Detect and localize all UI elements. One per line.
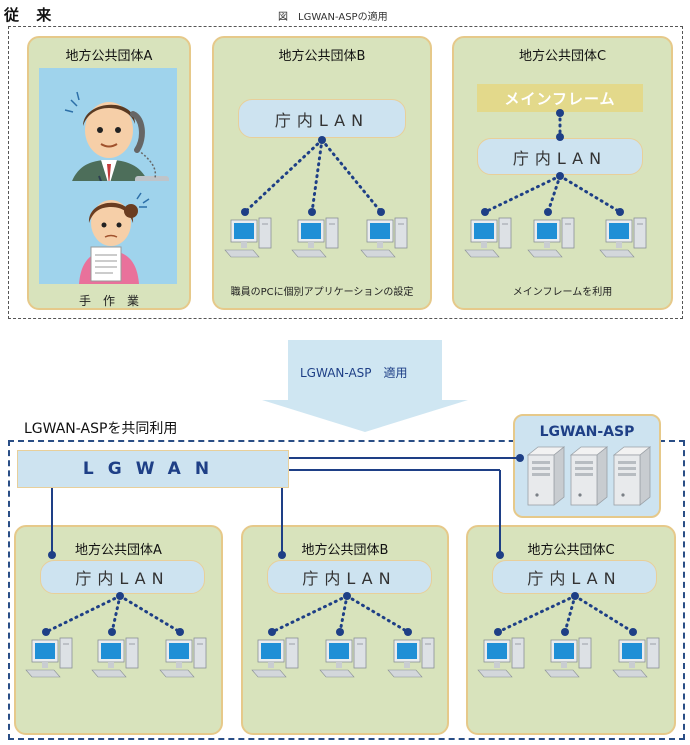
before-org-a-title: 地方公共団体A — [65, 49, 153, 64]
asp-connect-dot — [516, 454, 524, 462]
desktop-pc-icon — [251, 637, 299, 678]
transition-label: LGWAN-ASP 適用 — [300, 366, 408, 380]
org-a-connect-dot — [48, 551, 56, 559]
after-org-c-lan: 庁内LAN — [492, 560, 657, 594]
after-c-pc-dot-2 — [629, 628, 637, 636]
after-a-link-1 — [110, 594, 122, 634]
lgwan-asp-label: LGWAN-ASP — [539, 424, 635, 440]
desktop-pc-icon — [464, 217, 512, 258]
before-b-link-2 — [320, 138, 383, 214]
desktop-pc-icon — [527, 217, 575, 258]
before-b-link-1 — [310, 138, 324, 214]
desktop-pc-icon — [612, 637, 660, 678]
after-b-link-2 — [345, 594, 410, 634]
after-a-pc-dot-1 — [108, 628, 116, 636]
before-org-c-title: 地方公共団体C — [518, 49, 607, 64]
desktop-pc-icon — [91, 637, 139, 678]
after-org-a-title: 地方公共団体A — [75, 543, 162, 558]
desktop-pc-icon — [25, 637, 73, 678]
server-icon — [527, 446, 565, 506]
before-c-link-1 — [546, 174, 562, 214]
before-org-b-caption: 職員のPCに個別アプリケーションの設定 — [230, 287, 414, 298]
org-c-connect-dot — [496, 551, 504, 559]
before-org-c-mainframe: メインフレーム — [477, 84, 643, 112]
after-b-pc-dot-0 — [268, 628, 276, 636]
before-c-pc-dot-2 — [616, 208, 624, 216]
org-b-connect-dot — [278, 551, 286, 559]
after-b-pc-dot-1 — [336, 628, 344, 636]
desktop-pc-icon — [319, 637, 367, 678]
lgwan-network-bar: LGWAN — [17, 450, 289, 488]
desktop-pc-icon — [544, 637, 592, 678]
before-b-pc-dot-0 — [241, 208, 249, 216]
before-org-a-panel: 地方公共団体A — [27, 36, 191, 310]
after-b-link-0 — [270, 594, 349, 634]
after-frame — [8, 440, 685, 740]
transition-arrow — [262, 340, 468, 432]
before-heading: 従 来 — [4, 6, 58, 24]
person-with-document-icon — [39, 181, 177, 284]
after-org-b-lan: 庁内LAN — [267, 560, 432, 594]
desktop-pc-icon — [360, 217, 408, 258]
server-icon — [613, 446, 651, 506]
after-org-b-title: 地方公共団体B — [301, 543, 389, 558]
before-org-c-caption: メインフレームを利用 — [512, 287, 613, 298]
desktop-pc-icon — [599, 217, 647, 258]
before-c-pc-dot-1 — [544, 208, 552, 216]
desktop-pc-icon — [477, 637, 525, 678]
after-a-pc-dot-0 — [42, 628, 50, 636]
after-heading: LGWAN-ASPを共同利用 — [24, 421, 178, 437]
after-c-link-1 — [563, 594, 577, 634]
before-c-lan-top-dot — [556, 133, 564, 141]
after-a-pc-dot-2 — [176, 628, 184, 636]
before-b-pc-dot-2 — [377, 208, 385, 216]
after-a-link-2 — [118, 594, 182, 634]
before-c-link-2 — [558, 174, 622, 214]
before-c-link-0 — [483, 174, 562, 214]
desktop-pc-icon — [159, 637, 207, 678]
after-c-link-0 — [496, 594, 577, 634]
after-b-pc-dot-2 — [404, 628, 412, 636]
desktop-pc-icon — [387, 637, 435, 678]
after-org-a-lan: 庁内LAN — [40, 560, 205, 594]
before-org-b-panel: 地方公共団体B — [212, 36, 432, 310]
desktop-pc-icon — [291, 217, 339, 258]
after-c-link-2 — [573, 594, 635, 634]
before-org-a-caption: 手 作 業 — [78, 294, 139, 308]
desktop-pc-icon — [224, 217, 272, 258]
before-frame — [8, 26, 683, 319]
before-b-pc-dot-1 — [308, 208, 316, 216]
before-org-b-title: 地方公共団体B — [278, 49, 366, 64]
server-icon — [570, 446, 608, 506]
before-b-link-0 — [243, 138, 324, 214]
after-c-pc-dot-0 — [494, 628, 502, 636]
after-b-link-1 — [338, 594, 349, 634]
after-org-c-title: 地方公共団体C — [527, 543, 615, 558]
after-a-link-0 — [44, 594, 122, 634]
after-c-pc-dot-1 — [561, 628, 569, 636]
figure-title: 図 LGWAN-ASPの適用 — [278, 12, 388, 23]
person-with-document-illustration — [39, 181, 177, 284]
before-c-pc-dot-0 — [481, 208, 489, 216]
before-org-b-lan: 庁内LAN — [238, 99, 406, 138]
